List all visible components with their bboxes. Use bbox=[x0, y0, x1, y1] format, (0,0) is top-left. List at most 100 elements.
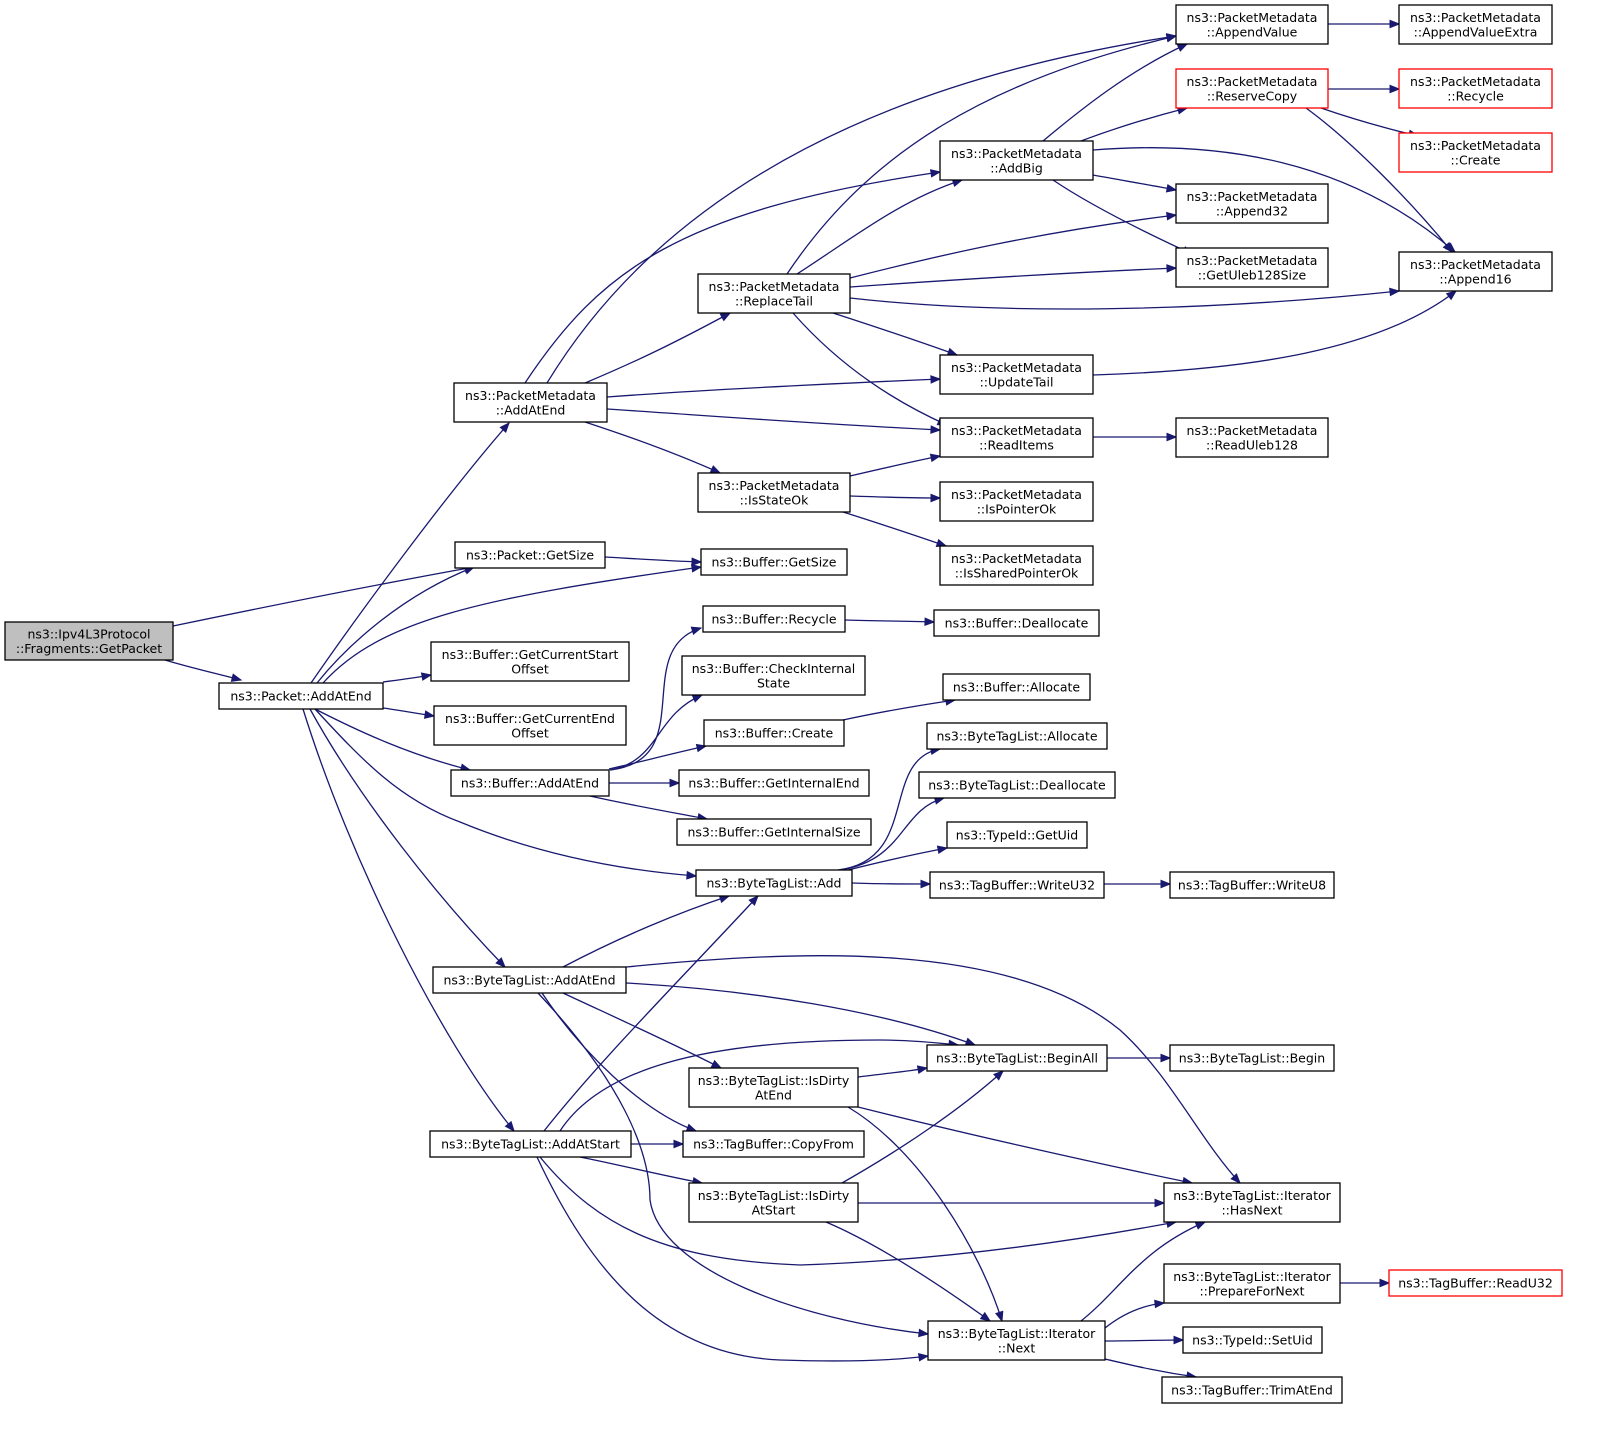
node-pm-ave[interactable]: ns3::PacketMetadata::AppendValueExtra bbox=[1398, 4, 1553, 45]
node-label: ns3::Buffer::GetCurrentStart bbox=[442, 647, 619, 662]
node-btli-pfn[interactable]: ns3::ByteTagList::Iterator::PrepareForNe… bbox=[1163, 1263, 1341, 1304]
arrowhead bbox=[918, 1328, 930, 1338]
node-btli-hasnext[interactable]: ns3::ByteTagList::Iterator::HasNext bbox=[1163, 1182, 1341, 1223]
node-pm-appendvalue[interactable]: ns3::PacketMetadata::AppendValue bbox=[1175, 4, 1329, 45]
node-box bbox=[939, 481, 1094, 522]
node-p-addatend[interactable]: ns3::Packet::AddAtEnd bbox=[218, 682, 384, 710]
node-btl-addatend[interactable]: ns3::ByteTagList::AddAtEnd bbox=[432, 966, 627, 994]
edge-p_addatend-to-b_gcso bbox=[382, 672, 433, 683]
node-pm-isstateok[interactable]: ns3::PacketMetadata::IsStateOk bbox=[697, 472, 851, 513]
node-b-getsize[interactable]: ns3::Buffer::GetSize bbox=[700, 548, 848, 576]
node-p-getsize[interactable]: ns3::Packet::GetSize bbox=[454, 541, 606, 569]
node-box bbox=[678, 769, 870, 797]
node-tb-trimatend[interactable]: ns3::TagBuffer::TrimAtEnd bbox=[1161, 1376, 1343, 1404]
edge-line bbox=[302, 708, 515, 1132]
node-box bbox=[688, 1182, 859, 1223]
node-tb-copyfrom[interactable]: ns3::TagBuffer::CopyFrom bbox=[682, 1130, 865, 1158]
edge-btl_ideae-to-btli_hasnext bbox=[857, 1106, 1194, 1186]
edge-pm_readitems-to-pm_readuleb bbox=[1093, 432, 1178, 442]
node-btl-begin[interactable]: ns3::ByteTagList::Begin bbox=[1169, 1044, 1335, 1072]
node-pm-isspok[interactable]: ns3::PacketMetadata::IsSharedPointerOk bbox=[939, 545, 1094, 586]
edge-btl_addatend-to-btli_next bbox=[537, 992, 930, 1338]
node-pm-addbig[interactable]: ns3::PacketMetadata::AddBig bbox=[939, 140, 1094, 181]
node-b-recycle[interactable]: ns3::Buffer::Recycle bbox=[702, 605, 846, 633]
node-tb-writeu8[interactable]: ns3::TagBuffer::WriteU8 bbox=[1169, 871, 1335, 899]
node-box bbox=[688, 1067, 859, 1108]
node-b-dealloc[interactable]: ns3::Buffer::Deallocate bbox=[933, 609, 1100, 637]
edge-line bbox=[172, 566, 475, 627]
arrowhead bbox=[495, 957, 506, 968]
edge-b_recycle-to-b_dealloc bbox=[844, 617, 936, 627]
edge-pm_updatetail-to-pm_append16 bbox=[1092, 290, 1458, 376]
node-btli-next[interactable]: ns3::ByteTagList::Iterator::Next bbox=[927, 1320, 1106, 1361]
arrowhead bbox=[710, 1059, 723, 1069]
node-pm-append16[interactable]: ns3::PacketMetadata::Append16 bbox=[1398, 251, 1553, 292]
edge-line bbox=[841, 1070, 1004, 1184]
node-pm-readitems[interactable]: ns3::PacketMetadata::ReadItems bbox=[939, 417, 1094, 458]
node-btl-add[interactable]: ns3::ByteTagList::Add bbox=[695, 869, 853, 897]
edge-pm_isstateok-to-pm_isspok bbox=[842, 511, 948, 548]
node-root[interactable]: ns3::Ipv4L3Protocol::Fragments::GetPacke… bbox=[4, 621, 174, 661]
node-box bbox=[433, 705, 627, 746]
edge-line bbox=[839, 797, 945, 871]
node-label: ns3::PacketMetadata bbox=[1410, 74, 1541, 89]
arrowhead bbox=[1160, 1053, 1172, 1063]
node-tb-writeu32[interactable]: ns3::TagBuffer::WriteU32 bbox=[929, 871, 1105, 899]
node-box bbox=[432, 966, 627, 994]
node-btl-dealloc[interactable]: ns3::ByteTagList::Deallocate bbox=[918, 771, 1116, 799]
arrowhead bbox=[929, 169, 942, 178]
node-pm-ispointerok[interactable]: ns3::PacketMetadata::IsPointerOk bbox=[939, 481, 1094, 522]
node-pm-readuleb[interactable]: ns3::PacketMetadata::ReadUleb128 bbox=[1175, 417, 1329, 458]
node-label: ns3::TagBuffer::TrimAtEnd bbox=[1171, 1383, 1333, 1398]
node-pm-updatetail[interactable]: ns3::PacketMetadata::UpdateTail bbox=[939, 354, 1094, 395]
node-box bbox=[939, 140, 1094, 181]
node-pm-replacetail[interactable]: ns3::PacketMetadata::ReplaceTail bbox=[697, 273, 851, 314]
node-btl-beginall[interactable]: ns3::ByteTagList::BeginAll bbox=[926, 1044, 1108, 1072]
arrowhead bbox=[1194, 1221, 1207, 1230]
edge-pm_addatend-to-pm_appendvalue bbox=[546, 33, 1178, 384]
node-btl-addatstart[interactable]: ns3::ByteTagList::AddAtStart bbox=[429, 1130, 632, 1158]
edge-pm_addbig-to-pm_append32 bbox=[1092, 174, 1178, 193]
node-b-addatend[interactable]: ns3::Buffer::AddAtEnd bbox=[450, 769, 610, 797]
node-label: ns3::Buffer::GetCurrentEnd bbox=[445, 711, 615, 726]
arrowhead bbox=[918, 1352, 930, 1362]
node-b-alloc[interactable]: ns3::Buffer::Allocate bbox=[942, 673, 1091, 701]
edge-line bbox=[309, 708, 506, 968]
node-box bbox=[1163, 1182, 1341, 1223]
node-tid-setuid[interactable]: ns3::TypeId::SetUid bbox=[1182, 1326, 1323, 1354]
node-pm-reservecopy[interactable]: ns3::PacketMetadata::ReserveCopy bbox=[1175, 68, 1329, 109]
node-btl-alloc[interactable]: ns3::ByteTagList::Allocate bbox=[926, 722, 1108, 750]
node-label: ns3::Buffer::AddAtEnd bbox=[461, 776, 599, 791]
edge-line bbox=[844, 619, 935, 623]
node-label: ns3::PacketMetadata bbox=[465, 388, 596, 403]
edge-line bbox=[541, 992, 697, 1132]
node-label: ::ReadUleb128 bbox=[1206, 437, 1298, 452]
edge-btl_ideae-to-btli_next bbox=[847, 1106, 1004, 1323]
node-box bbox=[1398, 132, 1553, 173]
node-pm-addatend[interactable]: ns3::PacketMetadata::AddAtEnd bbox=[453, 382, 608, 423]
edge-line bbox=[842, 699, 956, 721]
node-b-create[interactable]: ns3::Buffer::Create bbox=[703, 719, 845, 747]
node-label: ns3::Buffer::Create bbox=[715, 726, 834, 741]
node-tb-readu32[interactable]: ns3::TagBuffer::ReadU32 bbox=[1388, 1269, 1563, 1297]
node-label: ::ReadItems bbox=[979, 437, 1054, 452]
node-pm-recycle[interactable]: ns3::PacketMetadata::Recycle bbox=[1398, 68, 1553, 109]
arrowhead bbox=[936, 845, 949, 855]
node-box bbox=[1175, 417, 1329, 458]
node-pm-create[interactable]: ns3::PacketMetadata::Create bbox=[1398, 132, 1553, 173]
node-b-gie[interactable]: ns3::Buffer::GetInternalEnd bbox=[678, 769, 870, 797]
edge-line bbox=[559, 1039, 959, 1132]
node-box bbox=[702, 605, 846, 633]
node-tid-getuid[interactable]: ns3::TypeId::GetUid bbox=[946, 821, 1088, 849]
node-label: ns3::Packet::AddAtEnd bbox=[230, 689, 371, 704]
node-b-gis[interactable]: ns3::Buffer::GetInternalSize bbox=[676, 818, 872, 846]
node-pm-getuleb[interactable]: ns3::PacketMetadata::GetUleb128Size bbox=[1175, 247, 1329, 288]
node-box bbox=[700, 548, 848, 576]
node-pm-append32[interactable]: ns3::PacketMetadata::Append32 bbox=[1175, 183, 1329, 224]
